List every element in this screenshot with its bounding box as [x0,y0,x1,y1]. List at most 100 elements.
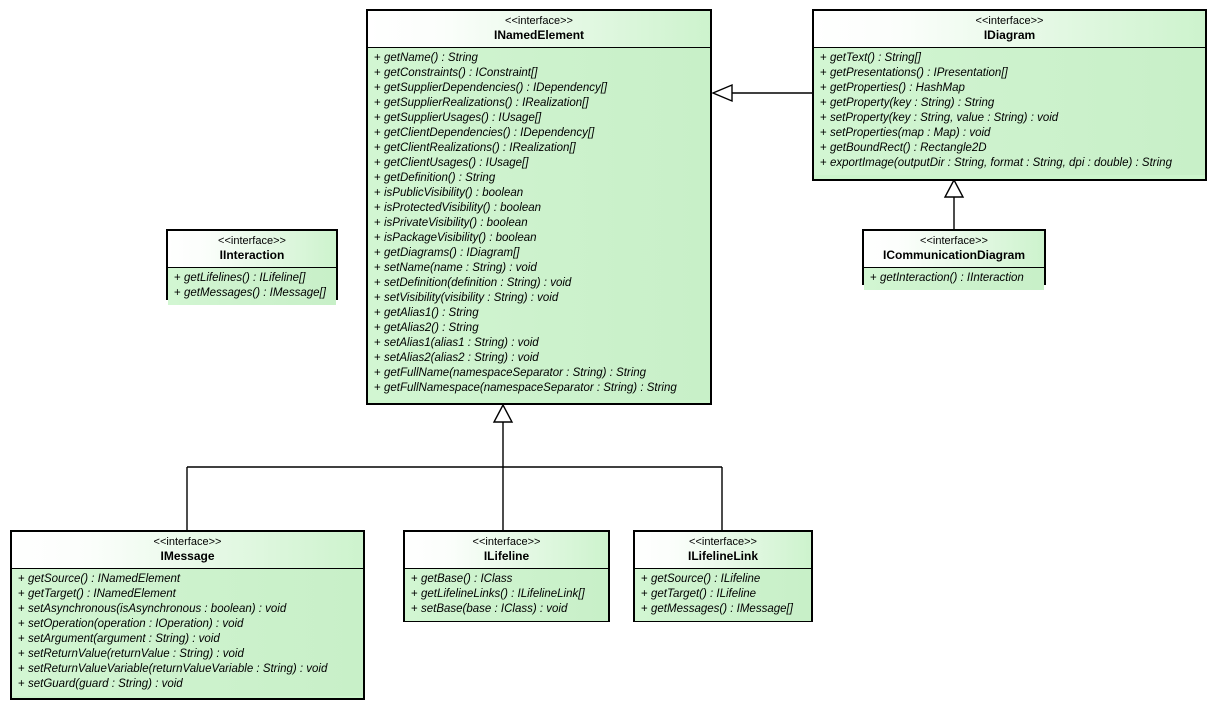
class-members-idiagram: +getText() : String[] +getPresentations(… [814,48,1205,175]
class-member: +getProperty(key : String) : String [818,96,1201,111]
class-header-inamedelement: <<interface>> INamedElement [368,11,710,48]
class-member: +getSource() : ILifeline [639,572,807,587]
class-stereotype: <<interface>> [920,235,988,247]
member-signature: isPackageVisibility() : boolean [384,232,537,244]
class-member: +setGuard(guard : String) : void [16,677,359,692]
class-member: +getLifelineLinks() : ILifelineLink[] [409,587,604,602]
visibility-marker: + [374,202,381,214]
class-member: +setOperation(operation : IOperation) : … [16,617,359,632]
class-stereotype: <<interface>> [505,15,573,27]
member-signature: setReturnValue(returnValue : String) : v… [28,648,244,660]
member-signature: getLifelineLinks() : ILifelineLink[] [421,588,585,600]
visibility-marker: + [374,232,381,244]
class-members-inamedelement: +getName() : String +getConstraints() : … [368,48,710,400]
member-signature: isPublicVisibility() : boolean [384,187,524,199]
member-signature: getAlias2() : String [384,322,479,334]
visibility-marker: + [18,573,25,585]
uml-class-ilifelinelink[interactable]: <<interface>> ILifelineLink +getSource()… [633,530,813,622]
visibility-marker: + [374,82,381,94]
member-signature: getPresentations() : IPresentation[] [830,67,1008,79]
visibility-marker: + [820,82,827,94]
member-signature: isProtectedVisibility() : boolean [384,202,542,214]
generalization-tree-to-inamedelement [186,403,723,530]
class-member: +getLifelines() : ILifeline[] [172,271,332,286]
class-member: +getProperties() : HashMap [818,81,1201,96]
class-stereotype: <<interface>> [218,235,286,247]
class-member: +isProtectedVisibility() : boolean [372,201,706,216]
visibility-marker: + [374,277,381,289]
member-signature: setVisibility(visibility : String) : voi… [384,292,559,304]
uml-class-inamedelement[interactable]: <<interface>> INamedElement +getName() :… [366,9,712,405]
member-signature: getConstraints() : IConstraint[] [384,67,538,79]
member-signature: getInteraction() : IInteraction [880,272,1024,284]
class-header-iinteraction: <<interface>> IInteraction [168,231,336,268]
class-member: +setProperty(key : String, value : Strin… [818,111,1201,126]
class-member: +getSource() : INamedElement [16,572,359,587]
class-member: +exportImage(outputDir : String, format … [818,156,1201,171]
class-member: +getClientRealizations() : IRealization[… [372,141,706,156]
member-signature: exportImage(outputDir : String, format :… [830,157,1172,169]
visibility-marker: + [174,272,181,284]
uml-class-icommunicationdiagram[interactable]: <<interface>> ICommunicationDiagram +get… [862,229,1046,290]
member-signature: getSupplierDependencies() : IDependency[… [384,82,608,94]
class-header-idiagram: <<interface>> IDiagram [814,11,1205,48]
member-signature: getFullNamespace(namespaceSeparator : St… [384,382,677,394]
visibility-marker: + [18,678,25,690]
class-member: +isPrivateVisibility() : boolean [372,216,706,231]
member-signature: getMessages() : IMessage[] [184,287,326,299]
class-member: +setDefinition(definition : String) : vo… [372,276,706,291]
visibility-marker: + [374,247,381,259]
visibility-marker: + [820,52,827,64]
uml-class-iinteraction[interactable]: <<interface>> IInteraction +getLifelines… [166,229,338,305]
member-signature: setName(name : String) : void [384,262,537,274]
member-signature: setProperty(key : String, value : String… [830,112,1059,124]
visibility-marker: + [374,157,381,169]
class-member: +getConstraints() : IConstraint[] [372,66,706,81]
visibility-marker: + [374,307,381,319]
visibility-marker: + [820,97,827,109]
class-header-ilifelinelink: <<interface>> ILifelineLink [635,532,811,569]
member-signature: getText() : String[] [830,52,921,64]
class-members-iinteraction: +getLifelines() : ILifeline[] +getMessag… [168,268,336,305]
member-signature: getSupplierRealizations() : IRealization… [384,97,589,109]
class-member: +getBase() : IClass [409,572,604,587]
class-member: +getText() : String[] [818,51,1201,66]
uml-class-idiagram[interactable]: <<interface>> IDiagram +getText() : Stri… [812,9,1207,181]
member-signature: setReturnValueVariable(returnValueVariab… [28,663,328,675]
class-member: +getAlias1() : String [372,306,706,321]
visibility-marker: + [18,603,25,615]
visibility-marker: + [374,217,381,229]
class-member: +getSupplierRealizations() : IRealizatio… [372,96,706,111]
class-members-imessage: +getSource() : INamedElement +getTarget(… [12,569,363,696]
visibility-marker: + [374,142,381,154]
visibility-marker: + [411,573,418,585]
class-name: IInteraction [219,248,285,262]
class-member: +setVisibility(visibility : String) : vo… [372,291,706,306]
member-signature: setDefinition(definition : String) : voi… [384,277,572,289]
class-member: +getDefinition() : String [372,171,706,186]
class-member: +getClientDependencies() : IDependency[] [372,126,706,141]
member-signature: getClientUsages() : IUsage[] [384,157,529,169]
class-member: +setBase(base : IClass) : void [409,602,604,617]
class-stereotype: <<interface>> [975,15,1044,27]
class-member: +getMessages() : IMessage[] [172,286,332,301]
member-signature: getLifelines() : ILifeline[] [184,272,306,284]
uml-class-imessage[interactable]: <<interface>> IMessage +getSource() : IN… [10,530,365,700]
class-member: +getFullNamespace(namespaceSeparator : S… [372,381,706,396]
member-signature: getDefinition() : String [384,172,496,184]
uml-class-ilifeline[interactable]: <<interface>> ILifeline +getBase() : ICl… [403,530,610,622]
member-signature: getProperties() : HashMap [830,82,965,94]
visibility-marker: + [374,322,381,334]
visibility-marker: + [641,588,648,600]
visibility-marker: + [374,367,381,379]
visibility-marker: + [174,287,181,299]
visibility-marker: + [18,588,25,600]
class-name: INamedElement [493,28,585,42]
member-signature: setAlias1(alias1 : String) : void [384,337,539,349]
visibility-marker: + [820,142,827,154]
class-member: +getSupplierDependencies() : IDependency… [372,81,706,96]
visibility-marker: + [374,172,381,184]
class-name: IMessage [160,549,215,563]
class-member: +setProperties(map : Map) : void [818,126,1201,141]
class-members-ilifelinelink: +getSource() : ILifeline +getTarget() : … [635,569,811,621]
